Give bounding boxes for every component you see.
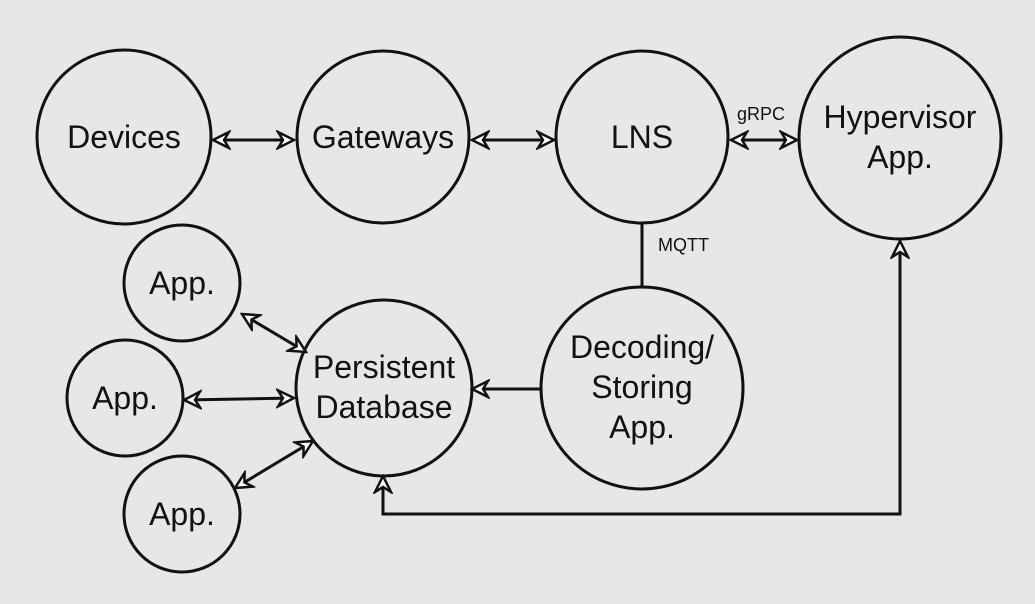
hypervisor-label-line2: App.: [867, 139, 933, 175]
grpc-label: gRPC: [737, 104, 785, 124]
decoding-label-line3: App.: [609, 409, 675, 445]
database-label-line2: Database: [316, 389, 453, 425]
app3-label: App.: [149, 496, 215, 532]
node-hypervisor-app: Hypervisor App.: [797, 35, 1003, 241]
node-decoding-storing-app: Decoding/ Storing App.: [539, 285, 745, 491]
decoding-label-line1: Decoding/: [570, 329, 714, 365]
node-devices: Devices: [35, 48, 213, 226]
hypervisor-label-line1: Hypervisor: [824, 99, 977, 135]
edge-app2-database: [184, 398, 294, 400]
edge-app3-database: [235, 441, 313, 488]
database-label-line1: Persistent: [313, 349, 455, 385]
mqtt-label: MQTT: [658, 235, 709, 255]
node-app-3: App.: [122, 454, 242, 574]
app2-label: App.: [92, 380, 158, 416]
decoding-label-line2: Storing: [591, 369, 692, 405]
gateways-label: Gateways: [312, 119, 454, 155]
devices-label: Devices: [67, 119, 181, 155]
edge-database-hypervisor: [383, 241, 900, 516]
node-gateways: Gateways: [295, 49, 471, 225]
node-lns: LNS: [554, 49, 730, 225]
edge-app1-database: [242, 314, 306, 352]
node-app-1: App.: [122, 223, 242, 343]
node-app-2: App.: [65, 338, 185, 458]
node-persistent-database: Persistent Database: [294, 298, 474, 478]
lns-label: LNS: [611, 119, 673, 155]
app1-label: App.: [149, 265, 215, 301]
